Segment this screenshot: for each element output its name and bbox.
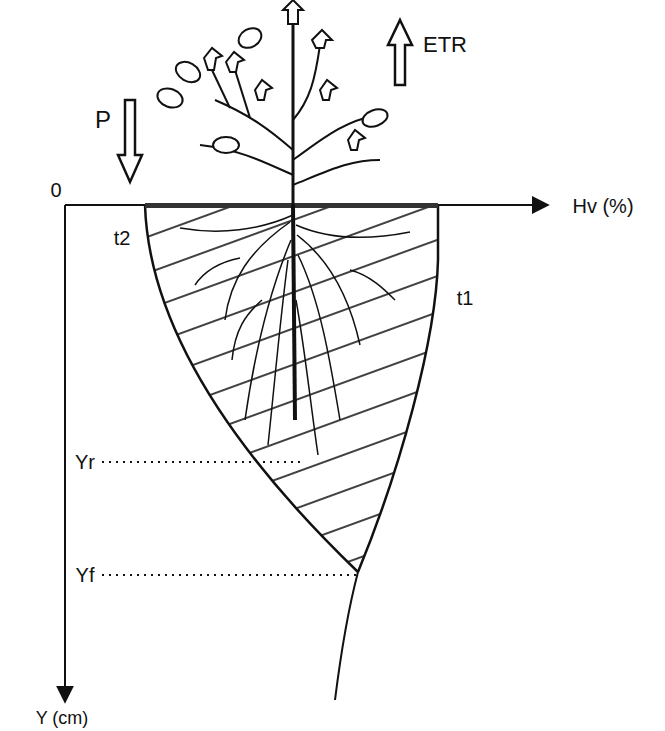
evapotranspiration-arrow xyxy=(388,20,412,85)
curve-label: t1 xyxy=(457,288,474,308)
origin-label: 0 xyxy=(50,180,61,200)
plant xyxy=(155,0,390,205)
axis-label: Y (cm) xyxy=(36,709,89,727)
axis-label: Hv (%) xyxy=(572,196,633,216)
precipitation-arrow xyxy=(118,100,142,182)
flux-label: P xyxy=(95,108,111,132)
flux-label: ETR xyxy=(423,34,467,56)
depth-label: Yr xyxy=(75,452,95,472)
roots xyxy=(180,205,410,455)
curve-label: t2 xyxy=(114,228,131,248)
profile-t2 xyxy=(145,205,358,572)
hatched-region xyxy=(145,205,438,572)
profile-deep xyxy=(335,572,358,700)
profile-t1 xyxy=(358,205,438,572)
depth-label: Yf xyxy=(76,565,95,585)
front-depth-line xyxy=(102,574,356,576)
root-depth-line xyxy=(102,461,300,463)
y-axis xyxy=(64,205,66,702)
